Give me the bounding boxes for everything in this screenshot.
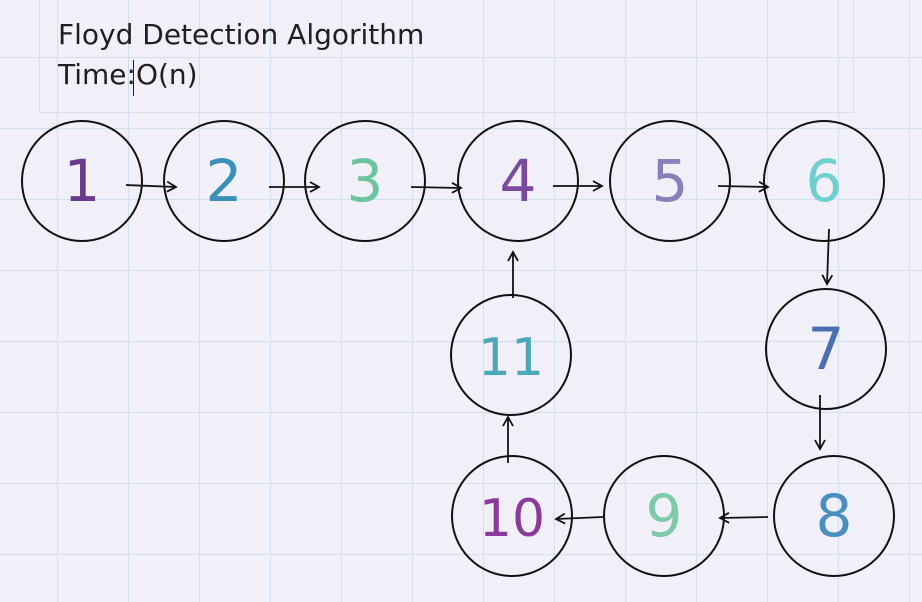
text-caret xyxy=(133,60,134,96)
node-label: 2 xyxy=(206,147,243,215)
node-7[interactable]: 7 xyxy=(765,288,887,410)
time-value: O(n) xyxy=(135,58,198,91)
node-circle xyxy=(609,120,731,242)
node-label: 4 xyxy=(500,147,537,215)
note-title[interactable]: Floyd Detection Algorithm xyxy=(58,18,425,51)
edge-n6-to-n7 xyxy=(821,228,834,286)
time-label: Time: xyxy=(58,58,136,91)
node-1[interactable]: 1 xyxy=(21,120,143,242)
node-circle xyxy=(773,455,895,577)
node-10[interactable]: 10 xyxy=(451,455,573,577)
node-4[interactable]: 4 xyxy=(457,120,579,242)
node-circle xyxy=(451,455,573,577)
node-circle xyxy=(763,120,885,242)
node-label: 6 xyxy=(806,147,843,215)
edge-n3-to-n4 xyxy=(410,182,463,194)
node-3[interactable]: 3 xyxy=(304,120,426,242)
nodes-layer: 1 2 3 4 5 6 7 8 9 10 11 xyxy=(21,120,895,577)
node-6[interactable]: 6 xyxy=(763,120,885,242)
edge-n1-to-n2 xyxy=(125,180,178,193)
edges-layer xyxy=(125,180,834,525)
node-circle xyxy=(163,120,285,242)
edge-n9-to-n10 xyxy=(554,512,604,525)
node-label: 5 xyxy=(652,147,689,215)
edge-n8-to-n9 xyxy=(718,512,769,524)
edge-n5-to-n6 xyxy=(717,181,770,193)
node-5[interactable]: 5 xyxy=(609,120,731,242)
node-circle xyxy=(603,455,725,577)
node-label: 1 xyxy=(64,147,101,215)
node-label: 8 xyxy=(816,482,853,550)
node-8[interactable]: 8 xyxy=(773,455,895,577)
node-circle xyxy=(304,120,426,242)
node-9[interactable]: 9 xyxy=(603,455,725,577)
node-circle xyxy=(765,288,887,410)
time-complexity-line[interactable]: Time:O(n) xyxy=(58,58,198,91)
note-text-container[interactable] xyxy=(39,0,854,113)
node-2[interactable]: 2 xyxy=(163,120,285,242)
node-circle xyxy=(457,120,579,242)
node-label: 9 xyxy=(646,482,683,550)
node-circle xyxy=(450,294,572,416)
node-circle xyxy=(21,120,143,242)
node-11[interactable]: 11 xyxy=(450,294,572,416)
node-label: 7 xyxy=(808,315,845,383)
node-label: 3 xyxy=(347,147,384,215)
node-label: 11 xyxy=(478,328,544,388)
node-label: 10 xyxy=(479,489,545,549)
